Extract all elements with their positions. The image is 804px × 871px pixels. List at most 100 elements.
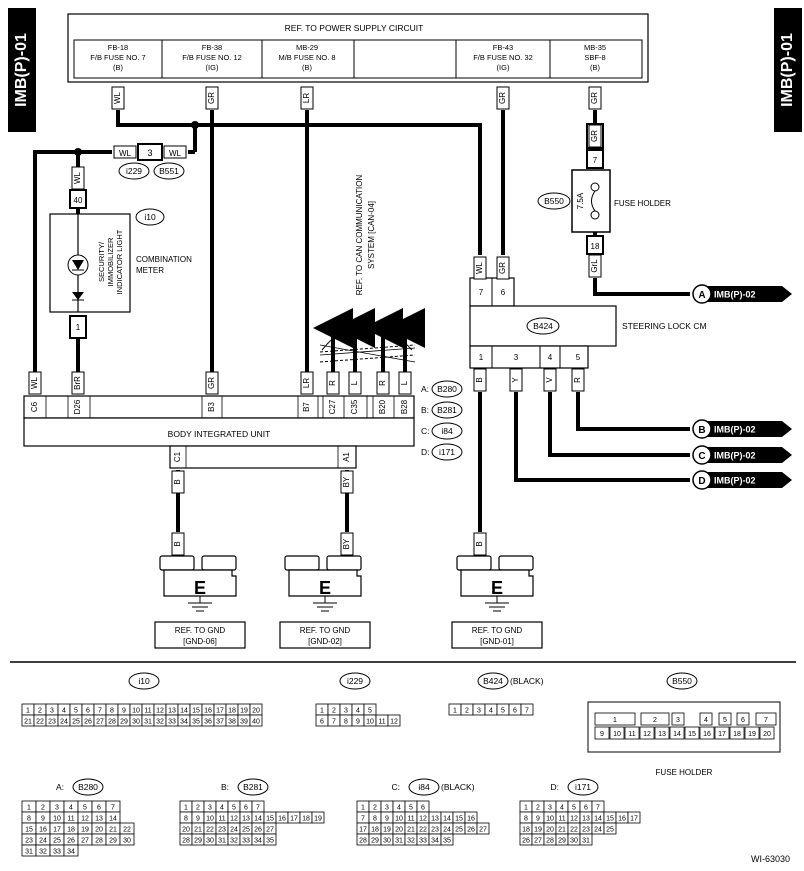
can-ref-line1: REF. TO CAN COMMUNICATION: [355, 175, 364, 296]
connector-badge-b424[interactable]: B424: [526, 317, 560, 335]
wire-color-tag: V: [543, 368, 557, 392]
ground-ref[interactable]: REF. TO GND[GND-01]: [451, 621, 543, 649]
wire-color-tag: GR: [588, 86, 602, 110]
connector-view-name: B550: [672, 676, 692, 686]
pin-number: 24: [60, 719, 68, 726]
pin-number: 29: [558, 838, 566, 845]
wire-color-tag: L: [398, 371, 412, 395]
pin-7: 7: [593, 156, 598, 165]
pin-number: 28: [182, 838, 190, 845]
pin-number: 12: [156, 708, 164, 715]
pin-label: B7: [302, 402, 311, 412]
pin-number: 2: [332, 708, 336, 715]
connector-legend-item[interactable]: C:i84: [421, 422, 463, 440]
connector-view-name: i10: [138, 676, 150, 686]
pin-number: 1: [453, 708, 457, 715]
connector-view-name: B424: [483, 676, 503, 686]
ground-ref-line1: REF. TO GND: [300, 626, 351, 635]
pin-number: 21: [558, 827, 566, 834]
wire-color-label: R: [378, 380, 387, 386]
pin-number: 20: [395, 827, 403, 834]
wire-color-label: GR: [498, 262, 507, 274]
pin-number: 6: [421, 805, 425, 812]
ground-ref[interactable]: REF. TO GND[GND-02]: [279, 621, 371, 649]
pin-number: 10: [546, 816, 554, 823]
connector-view-letter: A:: [56, 782, 64, 792]
pin-number: 10: [206, 816, 214, 823]
power-supply-cell-text: SBF-8: [584, 53, 605, 62]
pin-number: 23: [582, 827, 590, 834]
connector-legend-item[interactable]: A:B280: [421, 380, 463, 398]
combination-meter-label-1: COMBINATION: [136, 255, 192, 264]
ground-ref[interactable]: REF. TO GND[GND-06]: [154, 621, 246, 649]
pin-number: 15: [606, 816, 614, 823]
pin-40: 40: [74, 196, 83, 205]
wire-color-tag: GrL: [588, 254, 602, 278]
pin-number: 25: [606, 827, 614, 834]
wire-color-label: LR: [302, 378, 311, 388]
connector-legend-item[interactable]: D:i171: [421, 443, 463, 461]
pin-number: 5: [74, 708, 78, 715]
pin-number: 32: [39, 849, 47, 856]
connector-badge-b550[interactable]: B550: [537, 192, 571, 210]
pin-number: 26: [522, 838, 530, 845]
pin-number: 16: [703, 731, 711, 738]
pin-number: 1: [613, 717, 617, 724]
connector-badge-i10[interactable]: i10: [135, 208, 165, 226]
pin-number: 6: [320, 719, 324, 726]
pin-number: 15: [455, 816, 463, 823]
pin-number: 34: [67, 849, 75, 856]
pin-number: 22: [206, 827, 214, 834]
wire-color-tag: B: [171, 470, 185, 494]
connector-badge-i229[interactable]: i229: [118, 162, 150, 180]
power-supply-cell-text: (B): [302, 63, 313, 72]
pin-number: 9: [196, 816, 200, 823]
legend-letter: A:: [421, 384, 429, 394]
pin-number: 26: [84, 719, 92, 726]
wire-color-label: LR: [302, 93, 311, 103]
pin-number: 5: [723, 717, 727, 724]
legend-letter: B:: [421, 405, 429, 415]
pin-label: B20: [378, 399, 387, 414]
pin-number: 10: [132, 708, 140, 715]
wire-color-label: GR: [590, 92, 599, 104]
pin-number: 11: [407, 816, 414, 823]
power-supply-cell-text: F/B FUSE NO. 32: [473, 53, 533, 62]
pin-number: 17: [216, 708, 224, 715]
wire-color-label: WL: [119, 149, 132, 158]
pin-number: 22: [570, 827, 578, 834]
wire-color-label: GrL: [590, 259, 599, 273]
pin-number: 34: [431, 838, 439, 845]
pin-label: D26: [73, 399, 82, 414]
pin-number: 25: [242, 827, 250, 834]
pin-7: 7: [479, 288, 484, 297]
pin-number: 10: [53, 816, 61, 823]
pin-number: 6: [86, 708, 90, 715]
body-integrated-unit: BODY INTEGRATED UNIT: [23, 395, 415, 469]
combination-meter: 40 1 SECURITY/ IMMOBILIZER INDICATOR LIG…: [49, 189, 192, 339]
wire-color-tag: BY: [340, 470, 354, 494]
connector-badge-b551[interactable]: B551: [153, 162, 185, 180]
connector-legend-item[interactable]: B:B281: [421, 401, 463, 419]
connector-view-name: i84: [418, 782, 430, 792]
pin-number: 1: [26, 708, 30, 715]
pin-1: 1: [76, 323, 81, 332]
pin-number: 33: [168, 719, 176, 726]
side-tab-left[interactable]: IMB(P)-01: [8, 8, 36, 132]
pin-label: A1: [342, 452, 351, 462]
pin-label: B28: [400, 399, 409, 414]
can-ref-label[interactable]: REF. TO CAN COMMUNICATION SYSTEM [CAN-04…: [355, 175, 376, 296]
side-tab-right[interactable]: IMB(P)-01: [774, 8, 802, 132]
pin-number: 3: [676, 717, 680, 724]
pin-number: 24: [594, 827, 602, 834]
pin-number: 11: [67, 816, 74, 823]
pin-number: 6: [513, 708, 517, 715]
pin-number: 17: [359, 827, 367, 834]
connector-view-name: i229: [347, 676, 363, 686]
